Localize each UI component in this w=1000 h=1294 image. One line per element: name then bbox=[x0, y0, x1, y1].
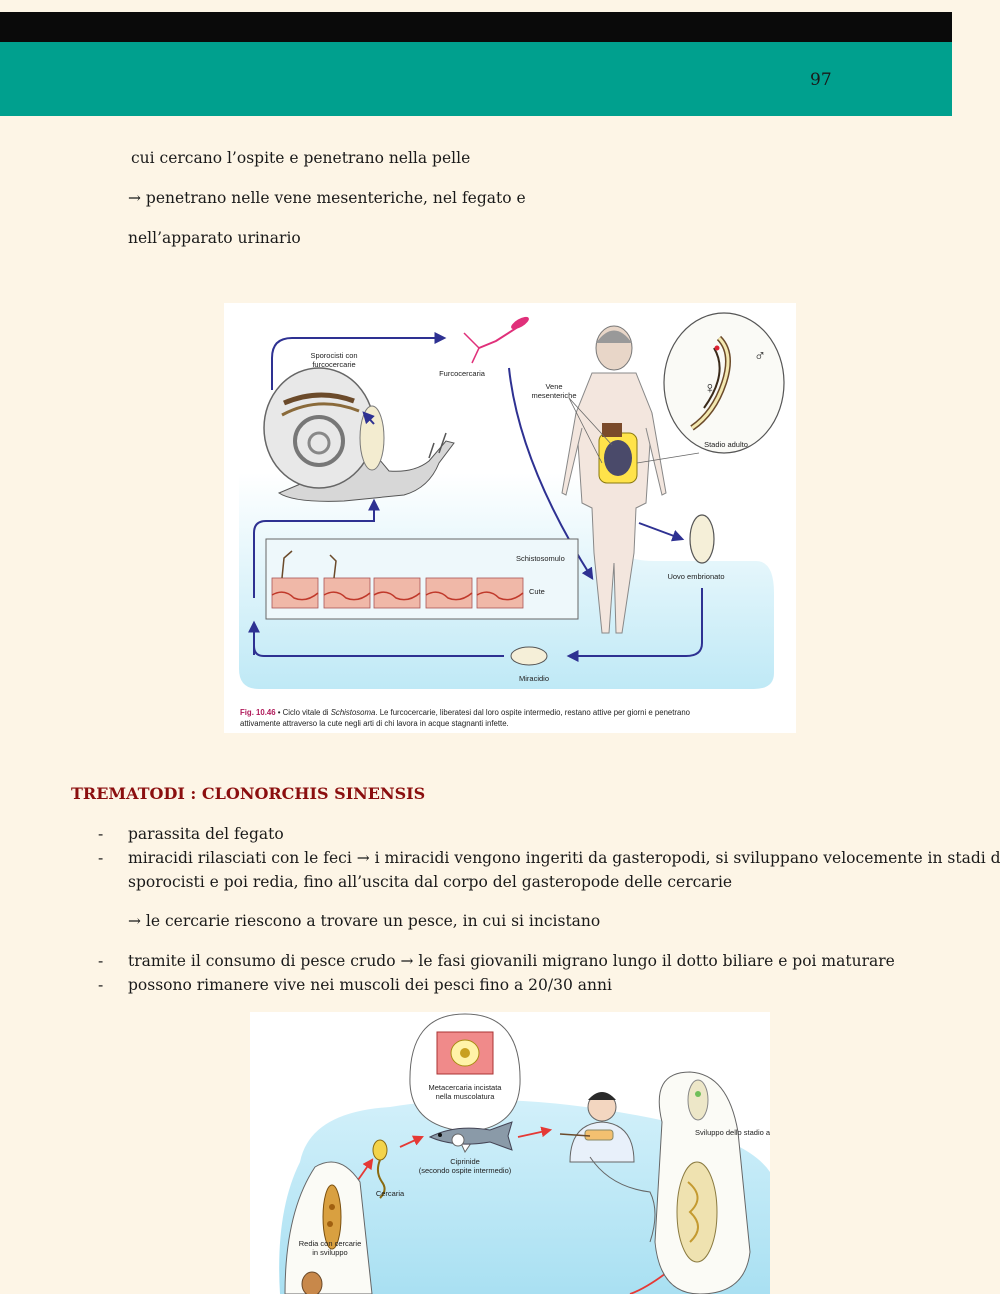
label-schistosomulo: Schistosomulo bbox=[516, 554, 565, 563]
label-sporocisti-2: furcocercarie bbox=[312, 360, 355, 369]
bullet-item-4: possono rimanere vive nei muscoli dei pe… bbox=[128, 976, 612, 994]
label-redia-1: Redia con cercarie bbox=[299, 1239, 362, 1248]
figure1-caption-line1: Fig. 10.46 • Ciclo vitale di Schistosoma… bbox=[240, 708, 691, 717]
arrow-to-snail bbox=[253, 498, 380, 598]
label-stadio-adulto: Stadio adulto bbox=[704, 440, 748, 449]
header-teal-bar bbox=[0, 42, 952, 116]
connector-line bbox=[589, 1156, 656, 1243]
bullet-sub-line: → le cercarie riescono a trovare un pesc… bbox=[128, 912, 601, 930]
label-sviluppo: Sviluppo dello stadio adulto bbox=[695, 1128, 770, 1137]
bullet-dash: - bbox=[98, 849, 104, 867]
fish-icon bbox=[428, 1121, 513, 1151]
section-title: TREMATODI : CLONORCHIS SINENSIS bbox=[71, 784, 426, 803]
intro-line-2: → penetrano nelle vene mesenteriche, nel… bbox=[128, 189, 526, 207]
label-metacercaria-2: nella muscolatura bbox=[436, 1092, 496, 1101]
clonorchis-diagram: Metacercaria incistata nella muscolatura… bbox=[279, 1013, 770, 1294]
schistosoma-life-cycle-figure: ♀ ♂ Sporocisti con furcocercarie Furcoce… bbox=[224, 303, 796, 733]
figure1-caption-line2: attivamente attraverso la cute negli art… bbox=[240, 719, 509, 728]
redia-dot-2 bbox=[327, 1221, 333, 1227]
bullet-item-2: miracidi rilasciati con le feci → i mira… bbox=[128, 849, 1000, 867]
caption-fig-number: Fig. 10.46 bbox=[240, 708, 276, 717]
bullet-dash: - bbox=[98, 976, 104, 994]
skin-sections bbox=[271, 550, 524, 609]
water-background-2 bbox=[279, 1099, 770, 1294]
juvenile-fluke-icon bbox=[687, 1079, 709, 1121]
bullet-dash: - bbox=[98, 952, 104, 970]
bullet-item-3: tramite il consumo di pesce crudo → le f… bbox=[128, 952, 895, 970]
redia-dot-1 bbox=[329, 1204, 335, 1210]
adult-worms-icon bbox=[690, 335, 731, 431]
miracidium-icon bbox=[510, 646, 548, 666]
label-ciprinide-2: (secondo ospite intermedio) bbox=[419, 1166, 512, 1175]
adult-fluke-icon bbox=[676, 1161, 718, 1263]
leader-line-vene bbox=[568, 397, 613, 446]
header-black-bar bbox=[0, 12, 952, 42]
clonorchis-life-cycle-figure: Metacercaria incistata nella muscolatura… bbox=[250, 1012, 770, 1294]
bullet-dash: - bbox=[98, 825, 104, 843]
arrow-redia-to-cercaria bbox=[357, 1158, 374, 1181]
arrow-snail-to-furcocercaria bbox=[271, 332, 447, 390]
schistosoma-diagram: ♀ ♂ Sporocisti con furcocercarie Furcoce… bbox=[239, 312, 785, 728]
arrow-human-to-egg bbox=[638, 522, 685, 542]
label-vene-2: mesenteriche bbox=[531, 391, 576, 400]
bullet-item-2-continued: sporocisti e poi redia, fino all’uscita … bbox=[128, 873, 733, 891]
arrow-cercaria-to-fish bbox=[399, 1135, 424, 1148]
female-symbol: ♀ bbox=[704, 380, 716, 397]
arrow-egg-to-miracidium bbox=[566, 588, 703, 662]
arrow-fish-to-human bbox=[517, 1126, 553, 1138]
male-symbol: ♂ bbox=[754, 348, 766, 365]
cercaria-icon bbox=[372, 1139, 388, 1199]
juvenile-sucker-icon bbox=[695, 1091, 701, 1097]
label-ciprinide-1: Ciprinide bbox=[450, 1157, 480, 1166]
caption-species: Schistosoma bbox=[331, 708, 376, 717]
label-sporocisti-1: Sporocisti con bbox=[310, 351, 357, 360]
snail-partial-icon bbox=[301, 1271, 323, 1294]
human-figure bbox=[561, 325, 667, 634]
human-eating-icon bbox=[559, 1092, 635, 1163]
caption-text-before: • Ciclo vitale di bbox=[276, 708, 331, 717]
label-metacercaria-1: Metacercaria incistata bbox=[429, 1083, 503, 1092]
label-furcocercaria: Furcocercaria bbox=[439, 369, 486, 378]
arrow-bottom-left bbox=[253, 645, 504, 657]
label-redia-2: in sviluppo bbox=[312, 1248, 347, 1257]
caption-text-after: . Le furcocercarie, liberatesi dal loro … bbox=[375, 708, 690, 717]
adult-fluke-uterus bbox=[687, 1181, 699, 1243]
intro-line-1: cui cercano l’ospite e penetrano nella p… bbox=[131, 149, 471, 167]
egg-icon bbox=[689, 514, 715, 564]
intro-line-3: nell’apparato urinario bbox=[128, 229, 301, 247]
redia-icon bbox=[322, 1184, 342, 1250]
leader-line-vene-2 bbox=[568, 397, 603, 464]
bullet-item-1: parassita del fegato bbox=[128, 825, 284, 843]
cyst-core-icon bbox=[460, 1048, 470, 1058]
arrow-inside-snail bbox=[362, 411, 375, 425]
leader-line-adult bbox=[636, 452, 700, 464]
label-cute: Cute bbox=[529, 587, 545, 596]
label-vene-1: Vene bbox=[545, 382, 562, 391]
furcocercaria-icon bbox=[463, 316, 529, 364]
label-miracidio: Miracidio bbox=[519, 674, 549, 683]
label-cercaria: Cercaria bbox=[376, 1189, 405, 1198]
page-number: 97 bbox=[810, 70, 832, 90]
snail-icon bbox=[263, 367, 455, 502]
label-uovo: Uovo embrionato bbox=[667, 572, 724, 581]
